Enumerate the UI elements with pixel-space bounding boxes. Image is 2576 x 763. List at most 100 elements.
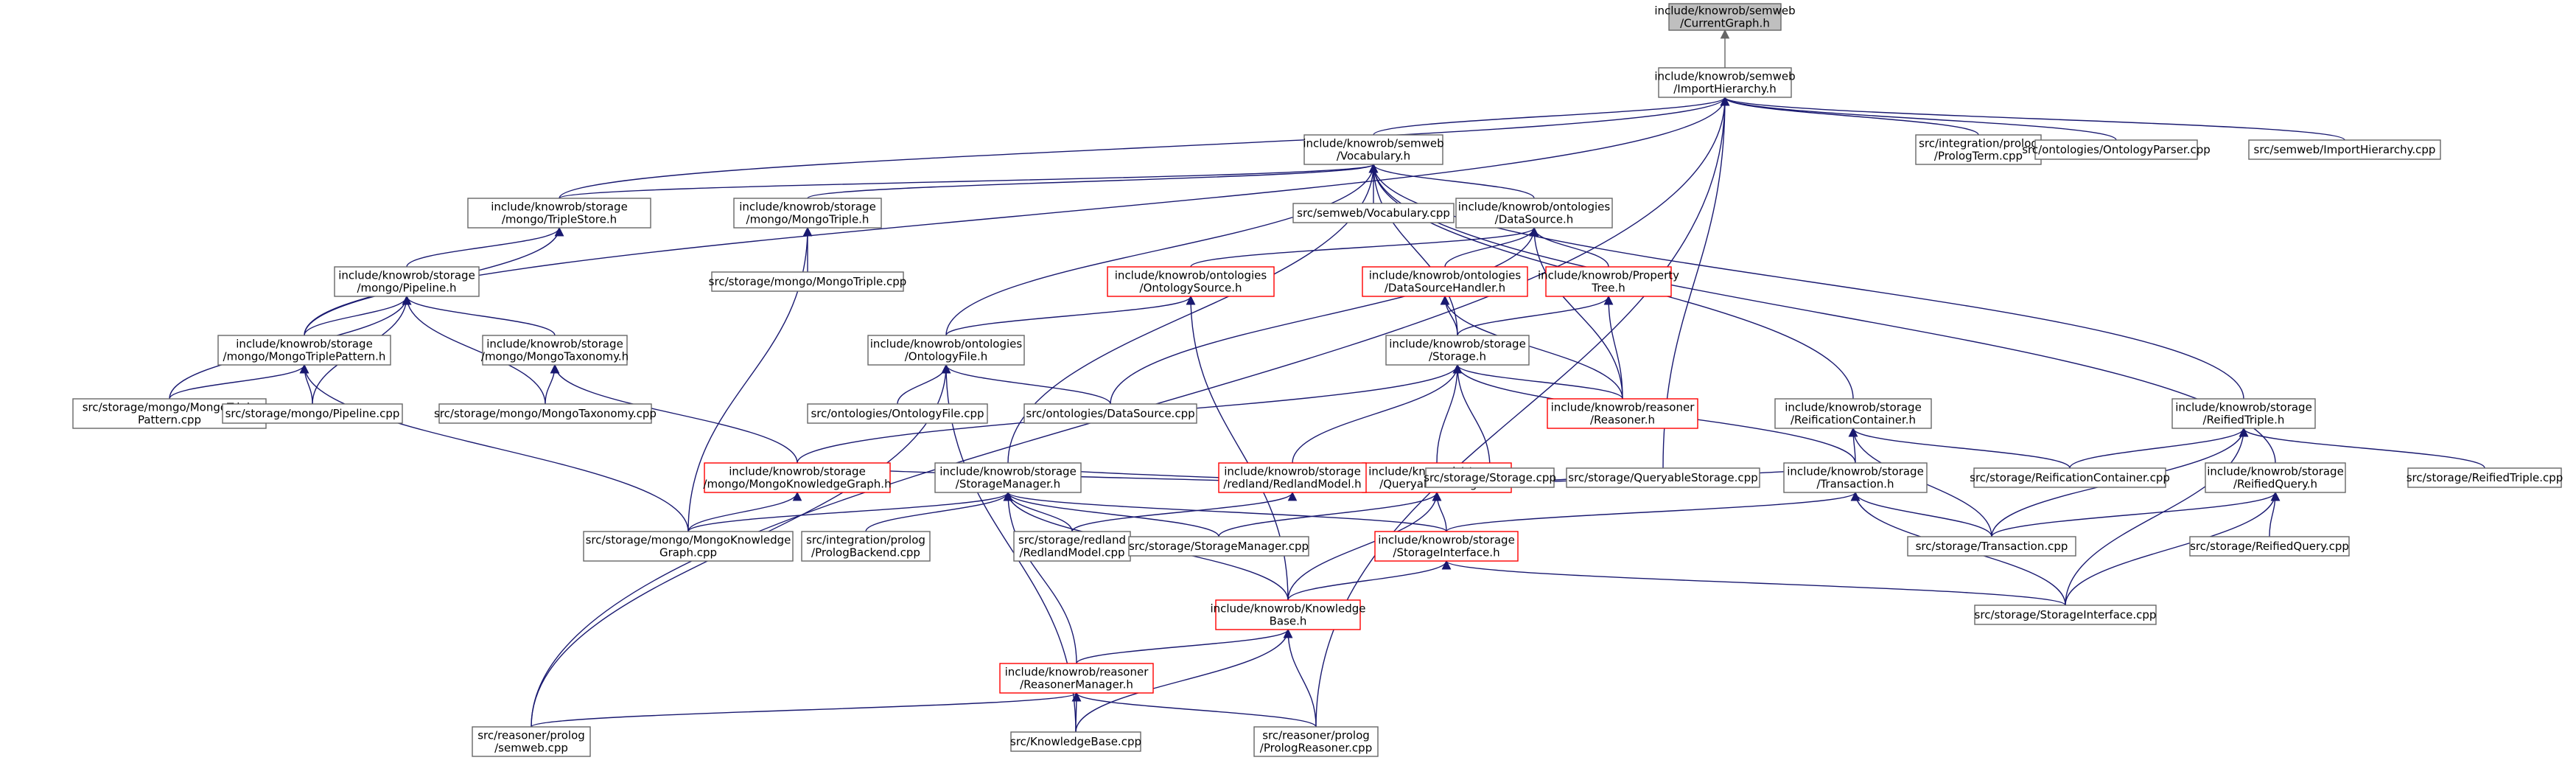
node-label-line: include/knowrob/ontologies [1115,269,1267,282]
graph-node-mkg[interactable]: include/knowrob/storage/mongo/MongoKnowl… [703,462,892,493]
node-box [1907,536,2076,557]
graph-node-mtaxcpp[interactable]: src/storage/mongo/MongoTaxonomy.cpp [434,403,657,424]
graph-node-ofile[interactable]: include/knowrob/ontologies/OntologyFile.… [867,335,1025,366]
graph-node-smgrcpp[interactable]: src/storage/StorageManager.cpp [1128,536,1309,557]
graph-node-preasoner[interactable]: src/reasoner/prolog/PrologReasoner.cpp [1253,726,1379,757]
edge-mkg-mkgcpp [687,491,802,532]
edge-rtriple-sifacecpp [2065,427,2249,606]
graph-node-kbasecpp[interactable]: src/KnowledgeBase.cpp [1010,731,1141,752]
node-box [1253,726,1379,757]
node-label-line: include/knowrob/storage [1785,401,1922,414]
edge-voc-storage [1368,163,1458,336]
node-label-line: include/knowrob/semweb [1654,4,1795,18]
edge-qstore-siface [1432,491,1447,532]
edge-storage-rmodel [1292,363,1463,464]
node-label-line: src/storage/QueryableStorage.cpp [1568,471,1757,484]
graph-node-kbase[interactable]: include/knowrob/KnowledgeBase.h [1210,599,1366,630]
node-label-line: /mongo/MongoTaxonomy.h [481,350,629,363]
node-box [1545,266,1672,297]
graph-node-pterm[interactable]: src/integration/prolog/PrologTerm.cpp [1915,134,2042,165]
edge-path [1071,491,1298,532]
edge-path [1446,491,1861,532]
edge-dsrc-osrc [1190,226,1539,268]
graph-node-ofilecpp[interactable]: src/ontologies/OntologyFile.cpp [807,403,988,424]
graph-node-smgr[interactable]: include/knowrob/storage/StorageManager.h [934,462,1082,493]
edge-path [1720,96,2117,141]
graph-node-dsrc[interactable]: include/knowrob/ontologies/DataSource.h [1455,198,1613,229]
graph-node-rmgr[interactable]: include/knowrob/reasoner/ReasonerManager… [999,663,1154,694]
graph-node-rtriplecpp[interactable]: src/storage/ReifiedTriple.cpp [2407,467,2563,488]
graph-node-trans[interactable]: include/knowrob/storage/Transaction.h [1783,462,1928,493]
graph-node-voc[interactable]: include/knowrob/semweb/Vocabulary.h [1303,134,1444,165]
graph-node-pipe[interactable]: include/knowrob/storage/mongo/Pipeline.h [334,266,480,297]
graph-node-sifacecpp[interactable]: src/storage/StorageInterface.cpp [1974,605,2157,625]
graph-node-pbackend[interactable]: src/integration/prolog/PrologBackend.cpp [801,531,931,562]
graph-node-dsrccpp[interactable]: src/ontologies/DataSource.cpp [1023,403,1197,424]
edge-mtax-mkg [550,363,798,464]
edge-path [1529,226,1623,400]
graph-node-qstorecpp[interactable]: src/storage/QueryableStorage.cpp [1566,467,1760,488]
graph-node-reifccpp[interactable]: src/storage/ReificationContainer.cpp [1970,467,2170,488]
edge-ofile-dsrccpp [941,363,1111,405]
node-label-line: /Transaction.h [1816,478,1894,491]
node-label-line: include/knowrob/Property [1538,269,1679,282]
node-label-line: include/knowrob/storage [236,338,373,351]
graph-node-osrc[interactable]: include/knowrob/ontologies/OntologySourc… [1107,266,1275,297]
edge-mtp-mtpcpp [169,363,309,400]
graph-node-rmodelcpp[interactable]: src/storage/redland/RedlandModel.cpp [1013,531,1131,562]
node-label-line: /ReifiedTriple.h [2203,414,2285,427]
node-box [1658,67,1792,98]
graph-node-voccpp[interactable]: src/semweb/Vocabulary.cpp [1292,203,1455,223]
edge-pipe-mtaxcpp [402,295,546,405]
graph-node-storagecpp[interactable]: src/storage/Storage.cpp [1424,467,1556,488]
node-label-line: src/storage/mongo/Pipeline.cpp [225,407,400,420]
node-label-line: /ImportHierarchy.h [1673,83,1776,96]
edge-path [1368,163,1458,336]
edge-rmgr-semweb [531,691,1081,728]
node-label-line: include/knowrob/storage [939,465,1077,478]
graph-node-reasoner[interactable]: include/knowrob/reasoner/Reasoner.h [1547,398,1698,429]
node-box [1107,266,1275,297]
graph-node-mkgcpp[interactable]: src/storage/mongo/MongoKnowledgeGraph.cp… [583,531,794,562]
graph-node-tstore[interactable]: include/knowrob/storage/mongo/TripleStor… [467,198,651,229]
graph-node-pipecpp[interactable]: src/storage/mongo/Pipeline.cpp [222,403,403,424]
graph-node-ih[interactable]: include/knowrob/semweb/ImportHierarchy.h [1654,67,1796,98]
edge-siface-kbase [1287,560,1452,601]
graph-node-cg[interactable]: include/knowrob/semweb/CurrentGraph.h [1654,3,1796,31]
node-box [999,663,1154,694]
node-label-line: include/knowrob/storage [739,201,876,214]
node-label-line: src/ontologies/DataSource.cpp [1026,407,1194,420]
graph-node-dsh[interactable]: include/knowrob/ontologies/DataSourceHan… [1362,266,1528,297]
graph-node-ihcpp[interactable]: src/semweb/ImportHierarchy.cpp [2248,139,2441,160]
edge-dsrc-dsrccpp [1110,226,1539,405]
graph-node-rquerycpp[interactable]: src/storage/ReifiedQuery.cpp [2189,536,2350,557]
node-label-line: src/semweb/Vocabulary.cpp [1297,206,1450,220]
graph-node-mtax[interactable]: include/knowrob/storage/mongo/MongoTaxon… [481,335,629,366]
node-label-line: src/storage/ReificationContainer.cpp [1970,471,2170,484]
graph-node-reifc[interactable]: include/knowrob/storage/ReificationConta… [1774,398,1932,429]
node-box [867,335,1025,366]
edge-path [1076,628,1293,664]
edge-path [559,96,1730,199]
node-label-line: /mongo/MongoTriple.h [746,213,869,226]
graph-node-storage[interactable]: include/knowrob/storage/Storage.h [1385,335,1530,366]
node-label-line: /Reasoner.h [1590,414,1655,427]
graph-node-rmodel[interactable]: include/knowrob/storage/redland/RedlandM… [1218,462,1367,493]
edge-path [1452,363,1623,400]
graph-node-semweb[interactable]: src/reasoner/prolog/semweb.cpp [472,726,591,757]
graph-node-mtriple[interactable]: include/knowrob/storage/mongo/MongoTripl… [733,198,882,229]
graph-node-siface[interactable]: include/knowrob/storage/StorageInterface… [1374,531,1519,562]
graph-node-rquery[interactable]: include/knowrob/storage/ReifiedQuery.h [2205,462,2346,493]
graph-node-rtriple[interactable]: include/knowrob/storage/ReifiedTriple.h [2171,398,2316,429]
graph-node-mtp[interactable]: include/knowrob/storage/mongo/MongoTripl… [217,335,391,366]
graph-node-mtriplecpp[interactable]: src/storage/mongo/MongoTriple.cpp [709,271,907,292]
edge-path [1457,295,1614,336]
node-box [1010,731,1141,752]
graph-node-ontparser[interactable]: src/ontologies/OntologyParser.cpp [2022,139,2211,160]
graph-node-transcpp[interactable]: src/storage/Transaction.cpp [1907,536,2076,557]
node-box [1566,467,1760,488]
node-label-line: src/KnowledgeBase.cpp [1010,735,1141,748]
edge-ih-voc [1373,96,1730,136]
